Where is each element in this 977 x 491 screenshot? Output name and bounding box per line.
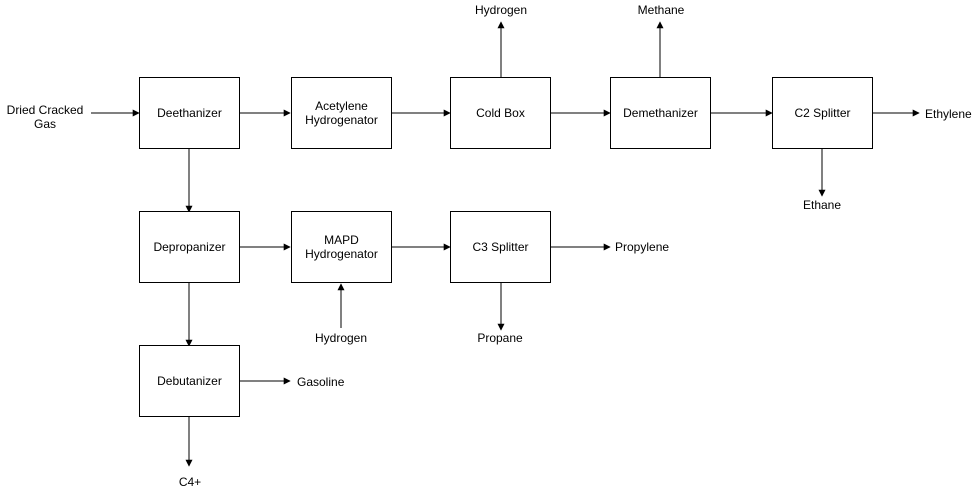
demethanizer-box[interactable]: Demethanizer <box>610 77 711 149</box>
propylene-label: Propylene <box>615 240 670 254</box>
hydrogen-feed-label: Hydrogen <box>314 331 368 345</box>
ethylene-label: Ethylene <box>925 107 972 121</box>
acetylene-hydrogenator-box[interactable]: Acetylene Hydrogenator <box>291 77 392 149</box>
deethanizer-box[interactable]: Deethanizer <box>139 77 240 149</box>
debutanizer-box[interactable]: Debutanizer <box>139 345 240 417</box>
hydrogen-product-label: Hydrogen <box>474 3 528 17</box>
c3-splitter-box[interactable]: C3 Splitter <box>450 211 551 283</box>
depropanizer-box[interactable]: Depropanizer <box>139 211 240 283</box>
c4-plus-label: C4+ <box>178 475 202 489</box>
cold-box-box[interactable]: Cold Box <box>450 77 551 149</box>
feed-label: Dried Cracked Gas <box>6 103 84 131</box>
methane-label: Methane <box>637 3 685 17</box>
ethane-label: Ethane <box>802 198 842 212</box>
mapd-hydrogenator-box[interactable]: MAPD Hydrogenator <box>291 211 392 283</box>
c2-splitter-box[interactable]: C2 Splitter <box>772 77 873 149</box>
propane-label: Propane <box>477 331 523 345</box>
gasoline-label: Gasoline <box>297 375 345 389</box>
